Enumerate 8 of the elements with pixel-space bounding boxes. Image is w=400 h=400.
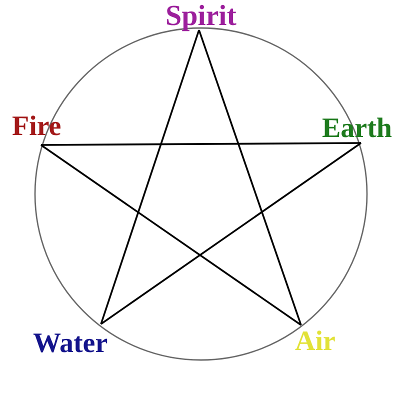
star-line: [40, 144, 302, 326]
star-line: [41, 142, 361, 146]
vertex-label: Water: [33, 324, 108, 358]
vertex-label: Spirit: [166, 2, 236, 31]
star-line: [100, 30, 200, 324]
star-line: [198, 30, 302, 326]
star-line: [100, 142, 362, 325]
vertex-label: Air: [295, 325, 336, 356]
